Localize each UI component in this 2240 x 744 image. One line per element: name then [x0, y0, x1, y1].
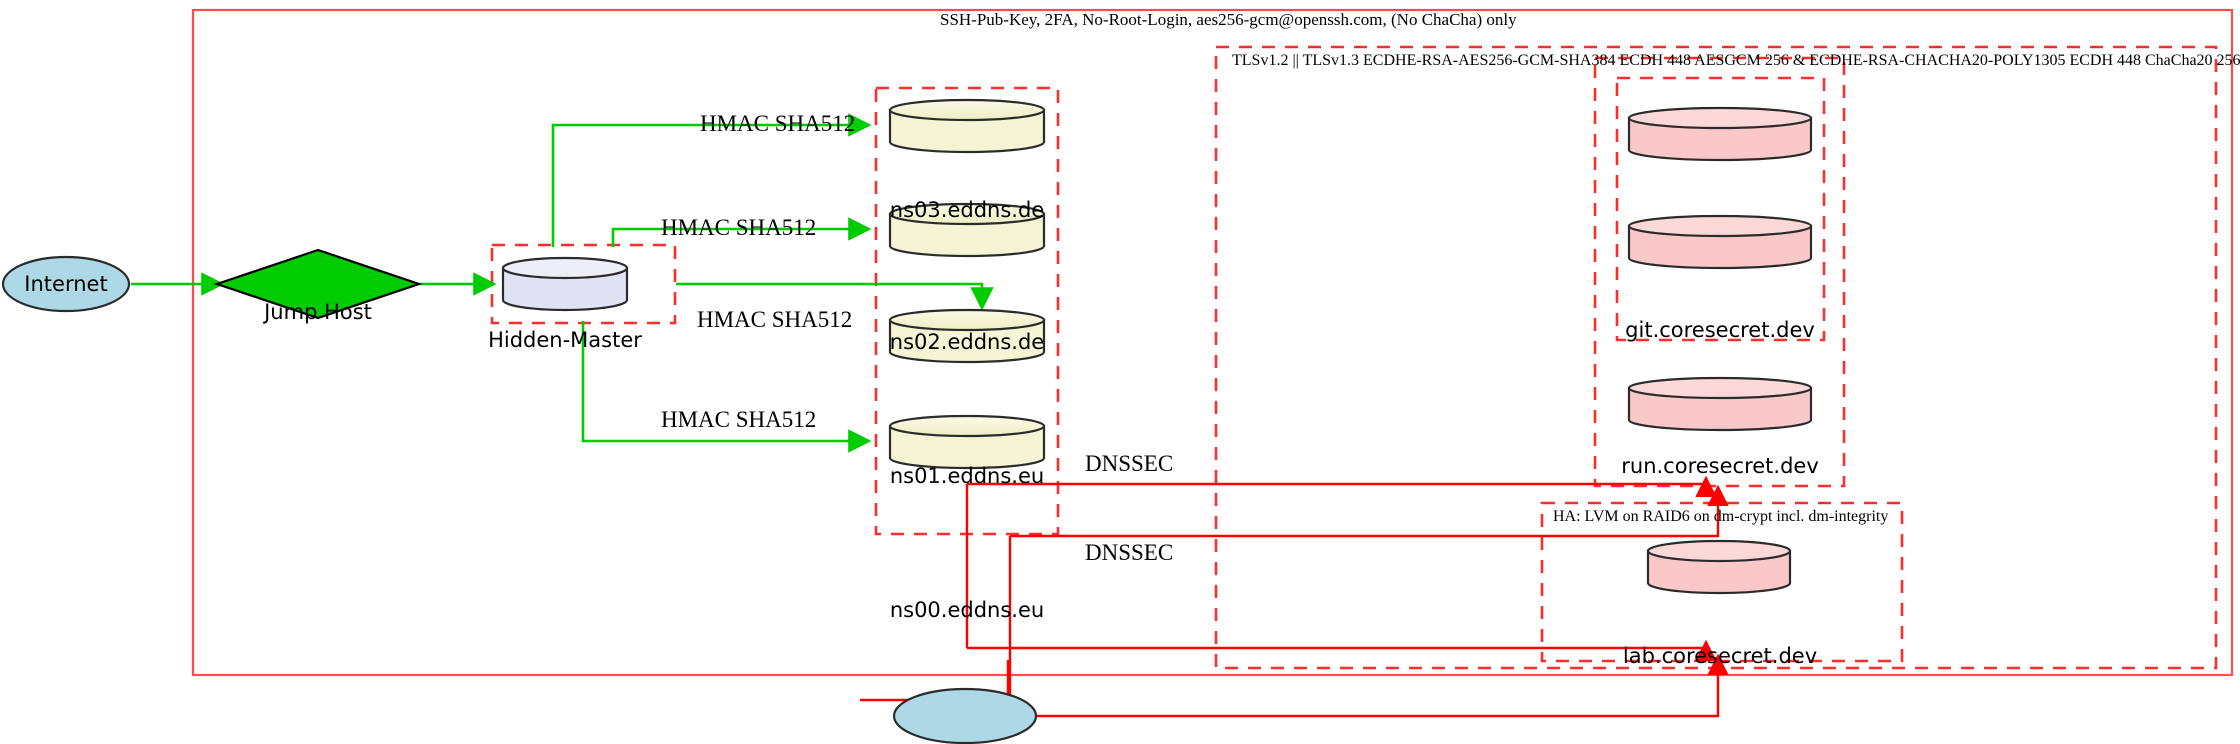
edge-dnssec-lower — [1010, 484, 1729, 538]
node-ns02-shape[interactable] — [888, 202, 1046, 258]
coresecret-cluster-box — [1593, 56, 1846, 488]
edge-label-hmac-ns02: HMAC SHA512 — [661, 215, 817, 240]
edge-hiddenmaster-ns00 — [581, 321, 872, 453]
node-ns01-label[interactable]: ns01.eddns.eu — [889, 464, 1045, 488]
edge-hiddenmaster-ns02 — [611, 217, 872, 247]
node-run-label[interactable]: run.coresecret.dev — [1621, 454, 1819, 478]
node-ns02-label[interactable]: ns02.eddns.de — [889, 330, 1045, 354]
edge-low-rail — [967, 639, 1717, 662]
node-git-label[interactable]: git.coresecret.dev — [1625, 318, 1815, 342]
edge-dnssec-upper — [967, 475, 1717, 498]
edge-label-hmac-ns01: HMAC SHA512 — [697, 307, 853, 332]
edge-label-hmac-ns03: HMAC SHA512 — [700, 111, 856, 136]
ha-cluster-label: HA: LVM on RAID6 on dm-crypt incl. dm-in… — [1553, 508, 1889, 525]
ssh-cluster-label: SSH-Pub-Key, 2FA, No-Root-Login, aes256-… — [940, 10, 1517, 29]
edge-label-dnssec-lower: DNSSEC — [1085, 540, 1174, 565]
node-ns00-label[interactable]: ns00.eddns.eu — [889, 598, 1045, 622]
node-run-shape[interactable] — [1627, 214, 1813, 270]
node-ns00-shape[interactable] — [888, 414, 1046, 470]
node-lab-shape[interactable] — [1627, 376, 1813, 432]
coresecret-inner-cluster-box — [1615, 76, 1826, 342]
node-tlshttps-shape[interactable] — [892, 687, 1038, 744]
ssh-cluster-box — [191, 8, 2234, 677]
edge-label-dnssec-upper: DNSSEC — [1085, 451, 1174, 476]
edge-label-hmac-ns00: HMAC SHA512 — [661, 407, 817, 432]
edge-hiddenmaster-ns03 — [551, 113, 872, 247]
node-git-shape[interactable] — [1627, 106, 1813, 162]
node-cloud-shape[interactable] — [1646, 539, 1792, 595]
node-hiddenmaster-label[interactable]: Hidden-Master — [488, 328, 642, 352]
tls-cluster-label: TLSv1.2 || TLSv1.3 ECDHE-RSA-AES256-GCM-… — [1232, 52, 2240, 69]
node-jumphost-shape[interactable] — [213, 248, 423, 320]
node-ns03-shape[interactable] — [888, 98, 1046, 154]
edge-hiddenmaster-ns01 — [676, 282, 994, 311]
node-jumphost-label[interactable]: Jump Host — [264, 300, 372, 324]
node-internet-shape[interactable] — [1, 255, 131, 313]
node-lab-label[interactable]: lab.coresecret.dev — [1622, 644, 1818, 668]
node-hiddenmaster-shape[interactable] — [501, 256, 629, 312]
node-ns03-label[interactable]: ns03.eddns.de — [889, 198, 1045, 222]
node-ns01-shape[interactable] — [888, 308, 1046, 364]
node-internet-label[interactable]: Internet — [24, 272, 108, 296]
edge-tlshttps-coresecret — [1036, 653, 1729, 718]
